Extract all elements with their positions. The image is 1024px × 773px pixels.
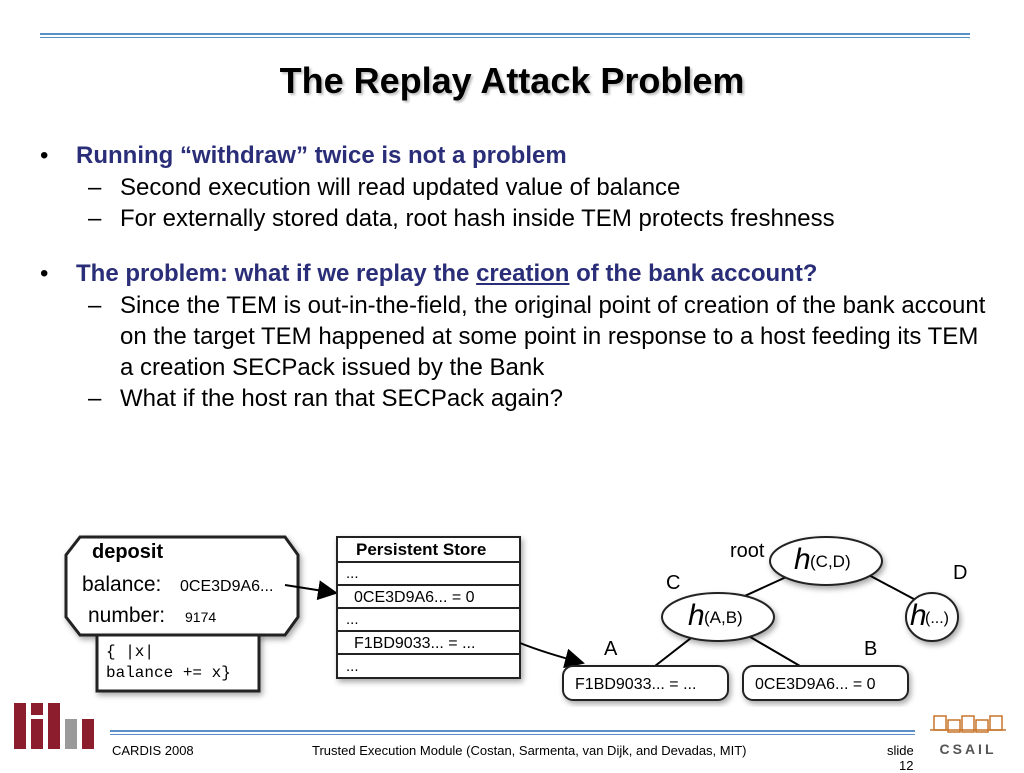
store-row-1: ... [346, 565, 359, 582]
bullet-dot: • [40, 260, 49, 287]
store-row-4: F1BD9033... = ... [354, 635, 475, 652]
arrow-store-to-leaf-a [519, 642, 585, 669]
label-c: C [666, 572, 680, 594]
balance-label: balance: [82, 573, 161, 596]
node-root-args: (C,D) [810, 552, 851, 571]
leaf-a: F1BD9033... = ... [562, 665, 729, 701]
tree-node-root: h (C,D) [769, 536, 883, 586]
bullet-2-underlined: creation [476, 260, 570, 287]
node-d-h: h [910, 599, 927, 632]
slide-title: The Replay Attack Problem [279, 60, 745, 101]
root-label: root [730, 540, 765, 562]
code-line-2: balance += x} [106, 664, 231, 682]
tree-node-d: h (...) [905, 592, 959, 642]
sub-text: For externally stored data, root hash in… [120, 205, 835, 232]
footer-center: Trusted Execution Module (Costan, Sarmen… [312, 743, 747, 758]
label-b: B [864, 638, 877, 660]
label-a: A [604, 638, 618, 660]
footer-slide-number: 12 [899, 758, 914, 773]
top-rule-2 [40, 37, 970, 38]
top-rule [40, 33, 970, 35]
leaf-b: 0CE3D9A6... = 0 [742, 665, 909, 701]
csail-logo: CSAIL [930, 715, 1006, 757]
bullet-1: • Running “withdraw” twice is not a prob… [40, 140, 990, 172]
bullet-2: • The problem: what if we replay the cre… [40, 258, 990, 290]
tree-node-c: h (A,B) [661, 592, 775, 642]
arrow-balance-to-store [284, 580, 338, 601]
sub-text: What if the host ran that SECPack again? [120, 385, 563, 412]
store-row-2: 0CE3D9A6... = 0 [354, 589, 475, 606]
footer-slide-label: slide [887, 743, 914, 758]
diagram: deposit balance: 0CE3D9A6... number: 917… [64, 535, 967, 701]
bullet-list: • Running “withdraw” twice is not a prob… [40, 140, 990, 414]
number-label: number: [88, 604, 165, 627]
footer-left: CARDIS 2008 [112, 743, 194, 758]
number-value: 9174 [185, 609, 216, 625]
node-d-args: (...) [925, 610, 949, 627]
bullet-1-sub-1: – Second execution will read updated val… [40, 172, 990, 203]
balance-value: 0CE3D9A6... [180, 578, 273, 595]
code-line-1: { |x| [106, 643, 154, 661]
persistent-store-content: Persistent Store ... 0CE3D9A6... = 0 ...… [337, 540, 520, 675]
sub-text: Second execution will read updated value… [120, 174, 681, 201]
mit-logo [14, 703, 94, 749]
bullet-dot: • [40, 142, 49, 169]
bullet-1-text: Running “withdraw” twice is not a proble… [76, 142, 567, 169]
store-header: Persistent Store [356, 540, 486, 559]
node-c-h: h [688, 599, 705, 632]
deposit-header: deposit [92, 541, 163, 563]
bullet-2-pre: The problem: what if we replay the [76, 260, 477, 287]
leaf-b-text: 0CE3D9A6... = 0 [755, 676, 876, 693]
sub-text: Since the TEM is out-in-the-field, the o… [120, 292, 986, 381]
store-row-3: ... [346, 611, 359, 628]
label-d: D [953, 562, 967, 584]
bullet-2-sub-2: – What if the host ran that SECPack agai… [40, 383, 990, 414]
bottom-rule [110, 730, 915, 732]
dash: – [88, 205, 102, 232]
node-root-h: h [794, 543, 811, 576]
dash: – [88, 292, 102, 319]
bullet-1-sub-2: – For externally stored data, root hash … [40, 203, 990, 234]
deposit-object: deposit balance: 0CE3D9A6... number: 917… [64, 535, 300, 693]
bullet-2-sub-1: – Since the TEM is out-in-the-field, the… [40, 290, 990, 383]
dash: – [88, 385, 102, 412]
dash: – [88, 174, 102, 201]
leaf-a-text: F1BD9033... = ... [575, 676, 696, 693]
store-row-5: ... [346, 658, 359, 675]
bottom-rule-2 [110, 734, 915, 735]
node-c-args: (A,B) [704, 608, 743, 627]
csail-text: CSAIL [940, 741, 997, 757]
bullet-2-post: of the bank account? [569, 260, 818, 287]
